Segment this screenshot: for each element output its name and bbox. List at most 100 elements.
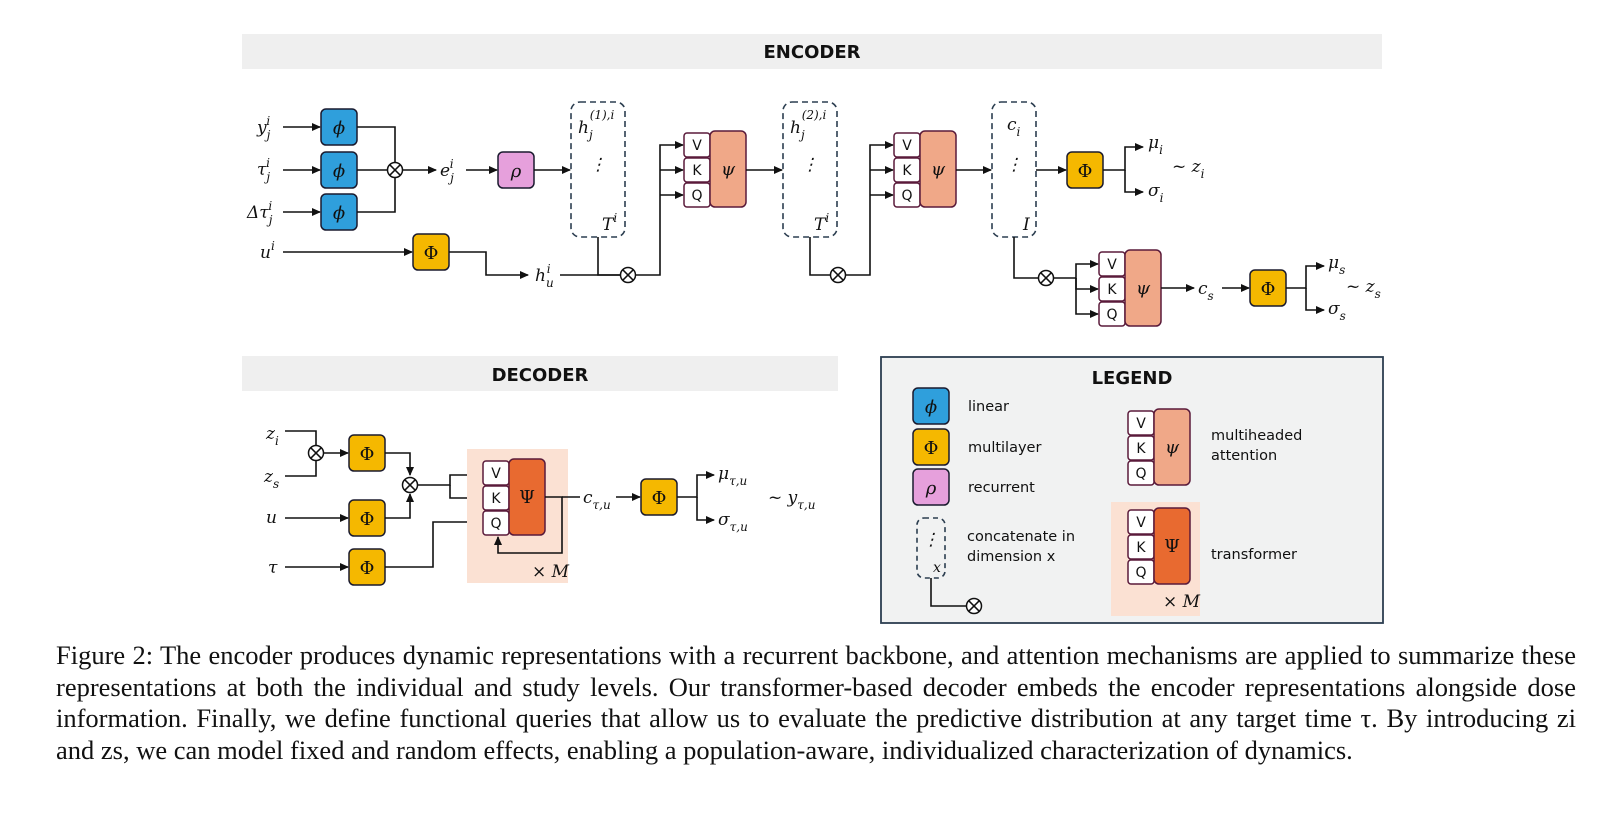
encoder-title: ENCODER — [764, 42, 861, 63]
svg-text:Φ: Φ — [360, 558, 375, 579]
sigma-s: σs — [1328, 299, 1346, 323]
svg-text:K: K — [491, 491, 501, 507]
legend-title: LEGEND — [1092, 368, 1173, 389]
svg-text:Φ: Φ — [652, 488, 667, 509]
dec-mu: μτ,u — [718, 464, 747, 488]
svg-text:× M: × M — [1163, 592, 1201, 612]
legend-concat: ⋮ x concatenate in dimension x — [916, 517, 1075, 615]
svg-text:V: V — [902, 138, 912, 154]
linear-box-tau: ϕ — [320, 151, 358, 189]
figure-caption: Figure 2: The encoder produces dynamic r… — [56, 640, 1576, 765]
dec-input-u: u — [266, 508, 277, 528]
dec-multilayer-tau: Φ — [348, 548, 386, 586]
svg-text:V: V — [1136, 515, 1146, 531]
dec-multilayer-z: Φ — [348, 434, 386, 472]
svg-text:Φ: Φ — [360, 444, 375, 465]
attention-block-3: V K Q ψ — [1098, 249, 1162, 327]
svg-text:Φ: Φ — [360, 509, 375, 530]
svg-text:attention: attention — [1211, 448, 1277, 464]
svg-text:hj(2),i: hj(2),i — [790, 108, 827, 142]
legend-attention: V K Q ψ multiheaded attention — [1127, 408, 1302, 486]
svg-text:Φ: Φ — [1078, 161, 1093, 182]
svg-text:ϕ: ϕ — [333, 161, 345, 182]
svg-text:Ti: Ti — [814, 211, 829, 235]
legend-recurrent: ρ recurrent — [912, 468, 1035, 506]
mu-s: μs — [1328, 253, 1345, 277]
svg-text:K: K — [1107, 282, 1117, 298]
input-delta-tau: Δτji — [246, 199, 273, 227]
svg-text:linear: linear — [968, 399, 1009, 415]
z-i: ~ zi — [1172, 157, 1205, 181]
svg-text:ϕ: ϕ — [925, 397, 937, 418]
concat-node-1 — [386, 161, 404, 179]
z-s: ~ zs — [1346, 277, 1381, 301]
dec-input-tau: τ — [268, 558, 278, 578]
svg-text:Φ: Φ — [924, 438, 939, 459]
dec-output-c: cτ,u — [583, 488, 611, 512]
concat-node-4 — [1037, 269, 1055, 287]
svg-text:multiheaded: multiheaded — [1211, 428, 1302, 444]
svg-text:V: V — [692, 138, 702, 154]
dec-transformer-block: V K Q Ψ — [482, 458, 546, 536]
dec-sigma: στ,u — [718, 510, 748, 534]
svg-text:Ψ: Ψ — [1164, 536, 1180, 557]
dec-multilayer-u: Φ — [348, 499, 386, 537]
input-y: yji — [256, 114, 271, 142]
svg-text:transformer: transformer — [1211, 547, 1297, 563]
svg-text:Φ: Φ — [424, 243, 439, 264]
c-s: cs — [1198, 279, 1214, 303]
svg-text:Q: Q — [901, 188, 912, 204]
encoder-section: ENCODER yji τji Δτji ui ϕ ϕ ϕ eji — [242, 34, 1382, 327]
attention-block-2: V K Q ψ — [893, 130, 957, 208]
svg-text:ψ: ψ — [721, 159, 736, 180]
concat-node-3 — [829, 266, 847, 284]
concat-node-2 — [619, 266, 637, 284]
decoder-section: DECODER zi zs u τ Φ Φ Φ — [242, 356, 838, 586]
svg-text:V: V — [1136, 416, 1146, 432]
svg-text:⋮: ⋮ — [802, 155, 819, 175]
embedding-e: eji — [440, 157, 454, 185]
svg-text:dimension x: dimension x — [967, 549, 1056, 565]
dec-input-zs: zs — [263, 467, 279, 491]
concat-stack-3: ci ⋮ I — [991, 101, 1037, 238]
input-tau: τji — [257, 156, 270, 184]
concat-stack-2: hj(2),i ⋮ Ti — [782, 101, 838, 238]
svg-text:Q: Q — [691, 188, 702, 204]
svg-text:ϕ: ϕ — [333, 118, 345, 139]
dec-input-zi: zi — [265, 424, 279, 448]
dec-y: ~ yτ,u — [768, 488, 815, 512]
mu-i: μi — [1148, 133, 1163, 157]
legend-multilayer: Φ multilayer — [912, 428, 1041, 466]
svg-text:I: I — [1022, 215, 1030, 235]
svg-text:Q: Q — [1135, 565, 1146, 581]
linear-box-y: ϕ — [320, 108, 358, 146]
svg-text:ψ: ψ — [1165, 437, 1180, 458]
multilayer-box-u: Φ — [412, 233, 450, 271]
svg-text:V: V — [491, 466, 501, 482]
svg-text:K: K — [692, 163, 702, 179]
svg-text:Φ: Φ — [1261, 279, 1276, 300]
legend-transformer: V K Q Ψ × M transformer — [1111, 502, 1297, 616]
legend-linear: ϕ linear — [912, 387, 1009, 425]
decoder-title: DECODER — [492, 365, 589, 386]
linear-box-delta-tau: ϕ — [320, 193, 358, 231]
architecture-diagram: ENCODER yji τji Δτji ui ϕ ϕ ϕ eji — [242, 34, 1384, 624]
svg-text:ψ: ψ — [931, 159, 946, 180]
svg-text:K: K — [1136, 540, 1146, 556]
svg-text:multilayer: multilayer — [968, 440, 1041, 456]
svg-text:Q: Q — [1135, 466, 1146, 482]
multilayer-box-zi: Φ — [1066, 151, 1104, 189]
svg-text:ρ: ρ — [510, 161, 522, 182]
svg-text:ϕ: ϕ — [333, 203, 345, 224]
svg-text:Ti: Ti — [602, 211, 617, 235]
svg-text:K: K — [1136, 441, 1146, 457]
concat-stack-1: hj(1),i ⋮ Ti — [570, 101, 626, 238]
recurrent-box: ρ — [497, 151, 535, 189]
dec-times-m: × M — [532, 562, 570, 582]
svg-text:ψ: ψ — [1136, 278, 1151, 299]
svg-text:⋮: ⋮ — [923, 530, 940, 550]
dec-concat-node-1 — [307, 444, 325, 462]
svg-text:concatenate in: concatenate in — [967, 529, 1075, 545]
svg-text:ρ: ρ — [925, 478, 937, 499]
encoder-header-bar — [242, 34, 1382, 69]
